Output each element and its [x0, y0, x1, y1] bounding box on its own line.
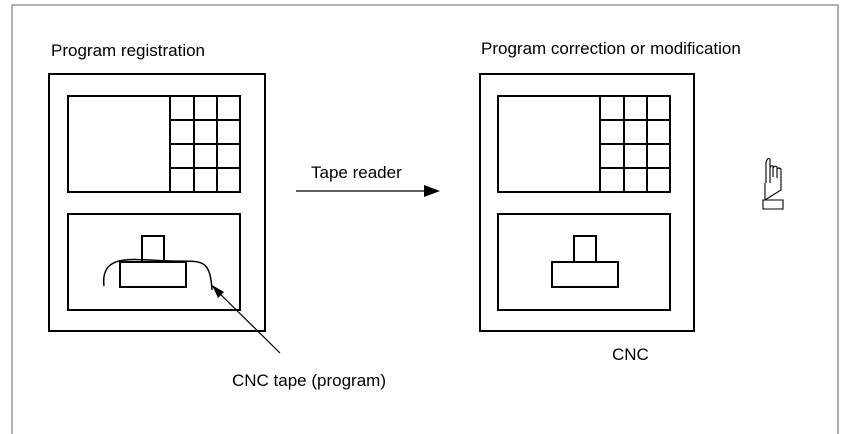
right-keypad [599, 96, 670, 192]
right-cnc-unit [479, 73, 695, 332]
right-title: Program correction or modification [481, 39, 741, 58]
left-tape-curve [103, 258, 213, 291]
right-cabinet [479, 73, 695, 332]
tape-label: CNC tape (program) [232, 371, 386, 390]
left-cabinet [48, 73, 266, 332]
right-tape-panel [497, 213, 671, 311]
tape-pointer-head [212, 285, 224, 298]
left-tape-panel [67, 213, 241, 311]
cnc-label: CNC [612, 345, 649, 364]
left-title: Program registration [51, 41, 206, 60]
tape-pointer-line [211, 285, 281, 354]
left-reader-base [119, 261, 187, 288]
tape-reader-arrow-head [424, 185, 440, 197]
outer-frame [11, 4, 839, 434]
left-keypad [169, 96, 240, 192]
right-reader-top [573, 235, 597, 263]
pointing-hand-icon [762, 157, 784, 210]
tape-reader-label: Tape reader [311, 163, 402, 182]
left-cnc-unit [48, 73, 266, 332]
right-reader-base [551, 261, 619, 288]
left-reader-top [141, 235, 165, 263]
